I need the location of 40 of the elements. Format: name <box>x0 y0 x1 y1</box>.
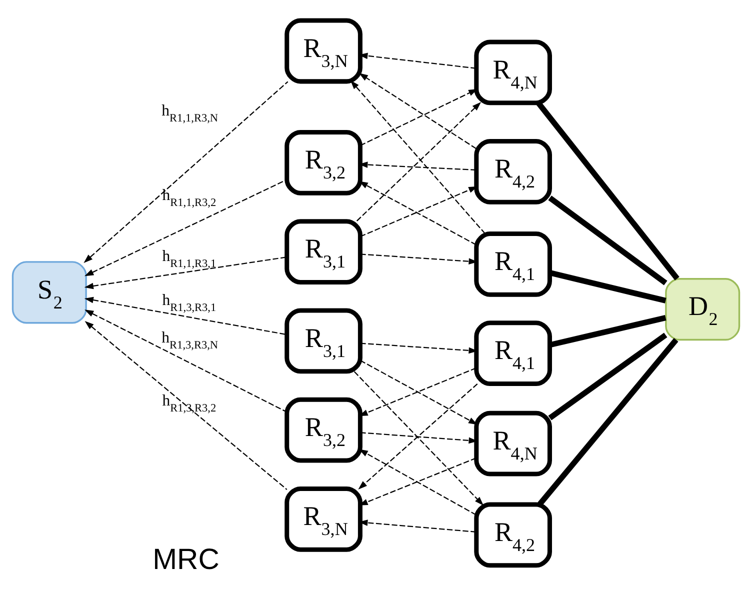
arrow <box>358 384 478 490</box>
arrow <box>350 80 486 234</box>
node-box: S$_{2}$ <box>12 261 87 324</box>
arrow <box>84 81 288 263</box>
edge-label: h$_{R1,3,R3,N}$ <box>162 329 218 352</box>
edge-label: h$_{R1,3,R3,1}$ <box>162 292 216 314</box>
connector <box>536 101 680 280</box>
arrow <box>84 179 288 276</box>
label: MRC <box>152 543 220 576</box>
node-box: D$_{2}$ <box>665 278 740 341</box>
node-box: R$_{4,1}$ <box>474 231 552 297</box>
arrow <box>358 181 476 246</box>
arrow <box>84 256 287 290</box>
node-box: R$_{3,N}$ <box>284 18 362 84</box>
node-box: R$_{4,N}$ <box>474 410 552 476</box>
arrow <box>354 371 484 506</box>
node-box: R$_{3,2}$ <box>284 397 362 463</box>
arrow <box>84 296 287 336</box>
arrow <box>356 102 482 222</box>
node-box: R$_{4,2}$ <box>474 502 552 568</box>
node-box: R$_{4,N}$ <box>474 40 552 106</box>
connector <box>548 196 668 286</box>
edge-label: h$_{R1,1,R3,1}$ <box>162 248 216 270</box>
node-box: R$_{3,N}$ <box>284 486 362 552</box>
node-box: R$_{4,2}$ <box>474 138 552 204</box>
node-box: R$_{4,1}$ <box>474 320 552 386</box>
arrow <box>84 320 288 490</box>
arrow <box>358 73 476 150</box>
connector <box>538 338 678 506</box>
connector <box>548 332 668 420</box>
arrow <box>360 360 478 425</box>
node-box: R$_{3,1}$ <box>284 219 362 284</box>
connector <box>549 270 666 304</box>
arrow <box>358 449 476 516</box>
arrow <box>84 310 288 413</box>
edge-label: h$_{R1,1,R3,N}$ <box>162 102 218 125</box>
connector <box>549 315 666 348</box>
arrow <box>358 458 476 506</box>
node-box: R$_{3,2}$ <box>284 130 362 196</box>
node-box: R$_{3,1}$ <box>284 308 362 374</box>
